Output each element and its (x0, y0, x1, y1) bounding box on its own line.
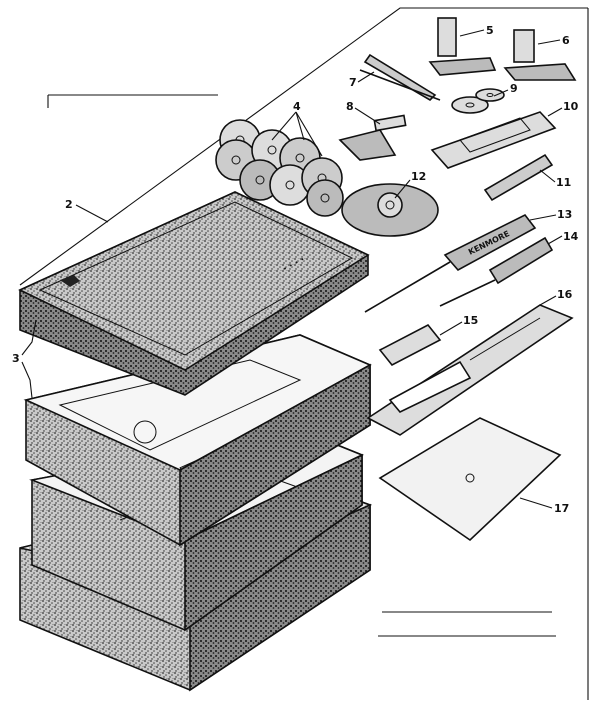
accessory-case-lid: · · · · (18, 191, 370, 396)
callout-11: 11 (556, 176, 571, 189)
storage-tray-top (23, 334, 372, 547)
callout-14: 14 (563, 230, 579, 243)
callout-8: 8 (346, 100, 354, 113)
callout-15: 15 (463, 314, 478, 327)
callout-labels: 2 3 4 5 6 7 8 9 10 11 12 13 14 15 16 17 (12, 24, 579, 515)
callout-16: 16 (557, 288, 573, 301)
callout-13: 13 (557, 208, 572, 221)
bobbins (215, 119, 344, 217)
needle-pack (430, 111, 557, 169)
oil-tube (483, 153, 554, 202)
callout-10: 10 (563, 100, 579, 113)
callout-3: 3 (12, 352, 20, 365)
screwdriver-small (439, 236, 554, 307)
seam-ripper (359, 53, 441, 102)
callout-17: 17 (554, 502, 569, 515)
callout-6: 6 (562, 34, 570, 47)
layout-outline (19, 7, 589, 700)
callout-9: 9 (510, 82, 518, 95)
cam-plate (341, 183, 439, 237)
callout-2: 2 (65, 198, 73, 211)
leader-lines (21, 29, 563, 509)
throat-plate-cover (378, 417, 562, 542)
callout-5: 5 (486, 24, 494, 37)
presser-foot-5 (428, 17, 497, 76)
callout-7: 7 (349, 76, 357, 89)
buttonhole-template (366, 304, 574, 436)
bobbin (306, 179, 344, 217)
presser-foot-6 (503, 29, 577, 81)
blind-stitch-guide (338, 114, 407, 161)
spool-washers (451, 88, 505, 114)
callout-12: 12 (411, 170, 426, 183)
small-gauge (378, 323, 442, 367)
callout-4: 4 (293, 100, 301, 113)
